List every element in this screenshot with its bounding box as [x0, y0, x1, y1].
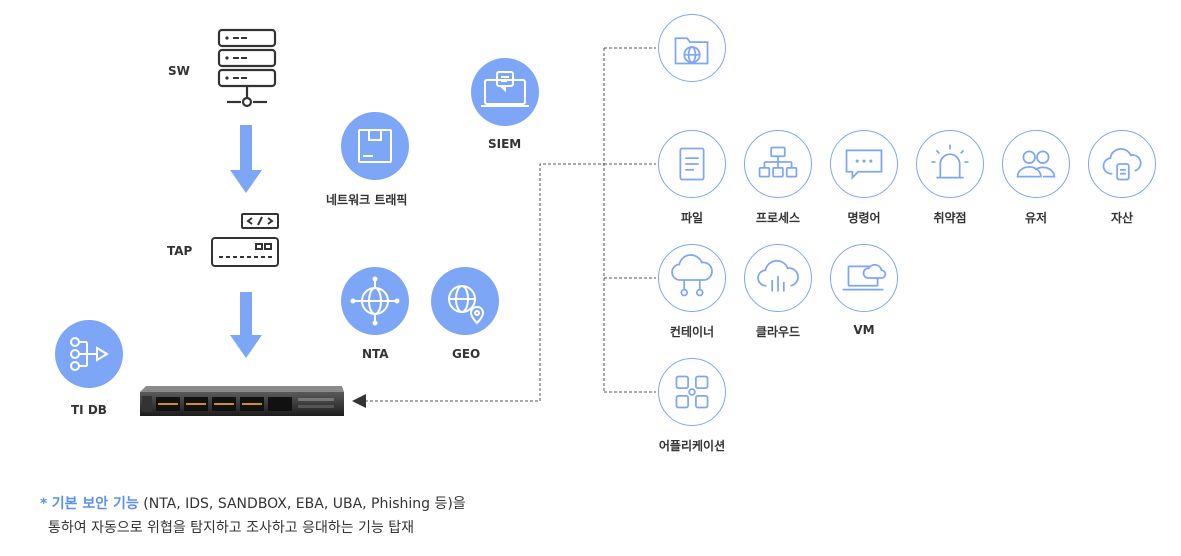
footnote-line1: * 기본 보안 기능 (NTA, IDS, SANDBOX, EBA, UBA,… — [40, 492, 466, 516]
geo-label: GEO — [452, 347, 481, 361]
row1-label-process: 프로세스 — [755, 211, 801, 225]
row2-label-container: 컨테이너 — [669, 325, 715, 339]
dashed-arrow-head — [352, 394, 366, 408]
geo-circle — [431, 267, 499, 335]
folder-globe-icon — [674, 37, 709, 65]
network-traffic-label: 네트워크 트래픽 — [326, 193, 408, 207]
arrow-sw-to-tap — [230, 125, 262, 193]
laptop-cloud-icon — [842, 263, 887, 291]
footnote: * 기본 보안 기능 (NTA, IDS, SANDBOX, EBA, UBA,… — [40, 492, 466, 540]
vm-circle — [830, 244, 898, 312]
row1-label-file: 파일 — [680, 211, 704, 225]
tidb-circle — [55, 320, 123, 388]
row1-label-vulnerability: 취약점 — [933, 211, 967, 225]
file-circle — [658, 130, 726, 198]
nta-circle — [341, 267, 409, 335]
cloud-upload-icon — [757, 259, 799, 292]
globe-network-icon — [350, 276, 400, 326]
command-chat-icon — [845, 149, 883, 180]
users-circle — [1002, 130, 1070, 198]
row1-label-command: 명령어 — [847, 211, 881, 225]
users-icon — [1016, 150, 1056, 178]
rack-server-image — [140, 386, 344, 416]
monitor-chat-icon — [481, 71, 529, 107]
row3-label-application: 어플리케이션 — [658, 439, 726, 453]
footnote-star: * — [40, 496, 48, 512]
row2-label-cloud: 클라우드 — [755, 325, 801, 339]
cloud-circle — [744, 244, 812, 312]
command-circle — [830, 130, 898, 198]
footnote-line2: 통하여 자동으로 위협을 탐지하고 조사하고 응대하는 기능 탑재 — [48, 520, 415, 536]
package-box-icon — [358, 129, 392, 163]
footnote-highlight: 기본 보안 기능 — [51, 496, 139, 512]
globe-location-icon — [448, 285, 485, 325]
alert-siren-icon — [931, 144, 969, 179]
footnote-line1-rest: (NTA, IDS, SANDBOX, EBA, UBA, Phishing 등… — [138, 496, 466, 512]
process-tree-icon — [758, 146, 798, 178]
application-grid-icon — [675, 375, 709, 409]
siem-label: SIEM — [488, 137, 522, 151]
container-circle — [658, 244, 726, 312]
tap-label: TAP — [167, 244, 193, 258]
sw-label: SW — [168, 64, 190, 78]
process-circle — [744, 130, 812, 198]
container-cloud-icon — [671, 254, 713, 297]
nta-label: NTA — [362, 347, 389, 361]
file-icon — [679, 147, 705, 181]
dashed-connector — [365, 47, 656, 402]
row1-label-users: 유저 — [1024, 211, 1048, 225]
asset-circle — [1088, 130, 1156, 198]
siem-circle — [471, 58, 539, 126]
arrow-tap-to-server — [230, 292, 262, 358]
server-stack-icon — [217, 28, 277, 108]
network-traffic-circle — [341, 112, 409, 180]
tidb-label: TI DB — [71, 403, 107, 417]
folder-globe-circle — [658, 14, 726, 82]
tap-device-icon — [211, 213, 279, 267]
vulnerability-circle — [916, 130, 984, 198]
row2-label-vm: VM — [853, 323, 875, 337]
application-circle — [658, 358, 726, 426]
row1-label-asset: 자산 — [1110, 211, 1134, 225]
data-flow-icon — [70, 337, 109, 371]
cloud-asset-icon — [1102, 147, 1142, 181]
